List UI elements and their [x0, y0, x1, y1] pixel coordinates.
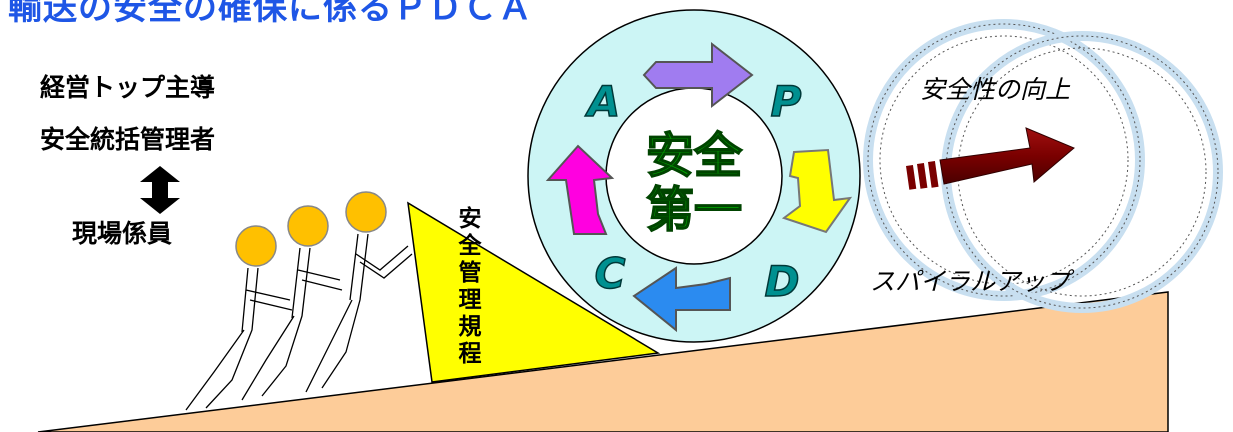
letter-p: P [771, 77, 802, 126]
center-text-line2: 第一 [646, 182, 742, 238]
two-way-arrow-icon [140, 166, 180, 214]
cycle-arrow-right [781, 148, 853, 234]
cycle-arrow-left [545, 144, 615, 235]
slope [37, 291, 1169, 432]
label-field-staff: 現場係員 [72, 219, 173, 248]
letter-c: C [595, 249, 626, 298]
letter-d: D [765, 257, 800, 306]
label-safety-rules: 安全管理規程 [458, 206, 482, 367]
cycle-arrow-plan-do-top [642, 41, 754, 109]
workers-figures [185, 191, 413, 411]
safety-rules-wedge [407, 201, 661, 383]
label-top-management: 経営トップ主導 [40, 73, 216, 102]
label-spiral-up: スパイラルアップ [870, 267, 1071, 296]
cycle-arrow-bottom [632, 266, 731, 333]
improvement-arrow [906, 127, 1075, 190]
label-safety-manager: 安全統括管理者 [40, 125, 216, 154]
center-text-line1: 安全 [646, 128, 743, 184]
diagram-title: 輸送の安全の確保に係るＰＤＣＡ [8, 0, 533, 28]
letter-a: A [585, 77, 621, 126]
label-safety-improvement: 安全性の向上 [920, 75, 1071, 104]
